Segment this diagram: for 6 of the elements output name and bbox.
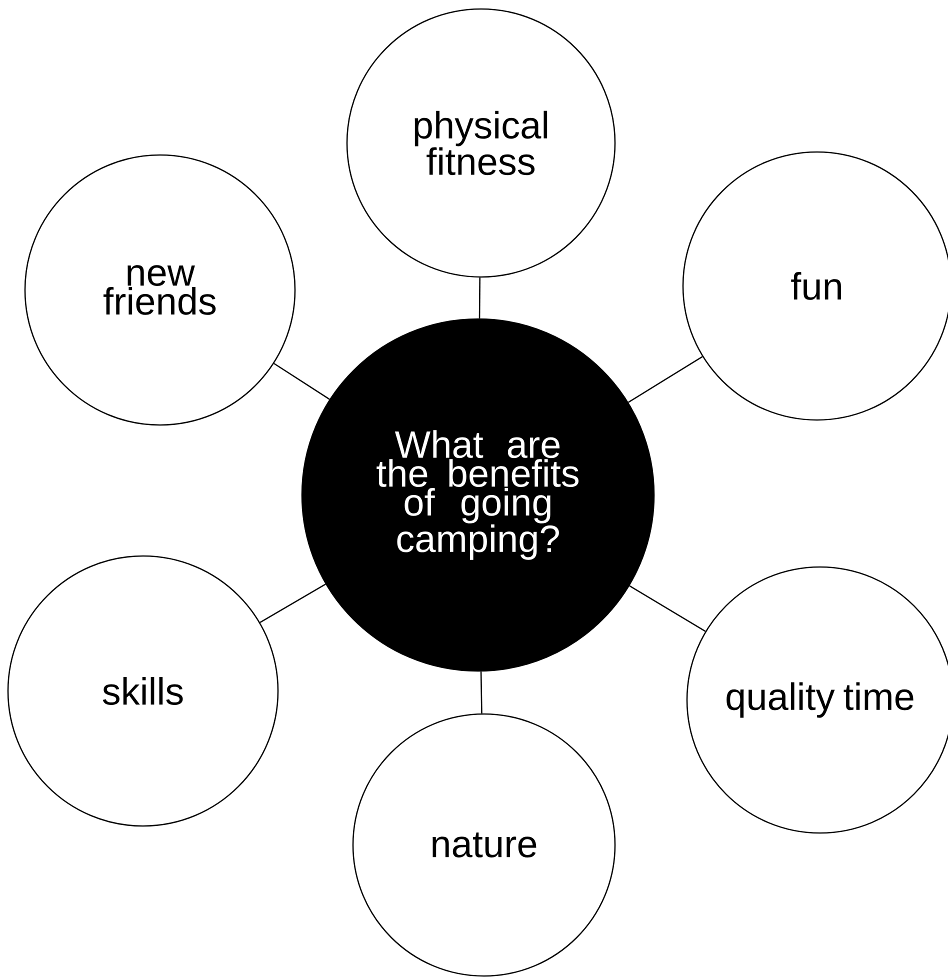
connector-line (274, 362, 330, 400)
connector-line (478, 278, 480, 318)
connector-line (629, 585, 706, 632)
connector-line (260, 584, 326, 624)
connector-line (480, 672, 482, 714)
connector-line (628, 356, 703, 403)
